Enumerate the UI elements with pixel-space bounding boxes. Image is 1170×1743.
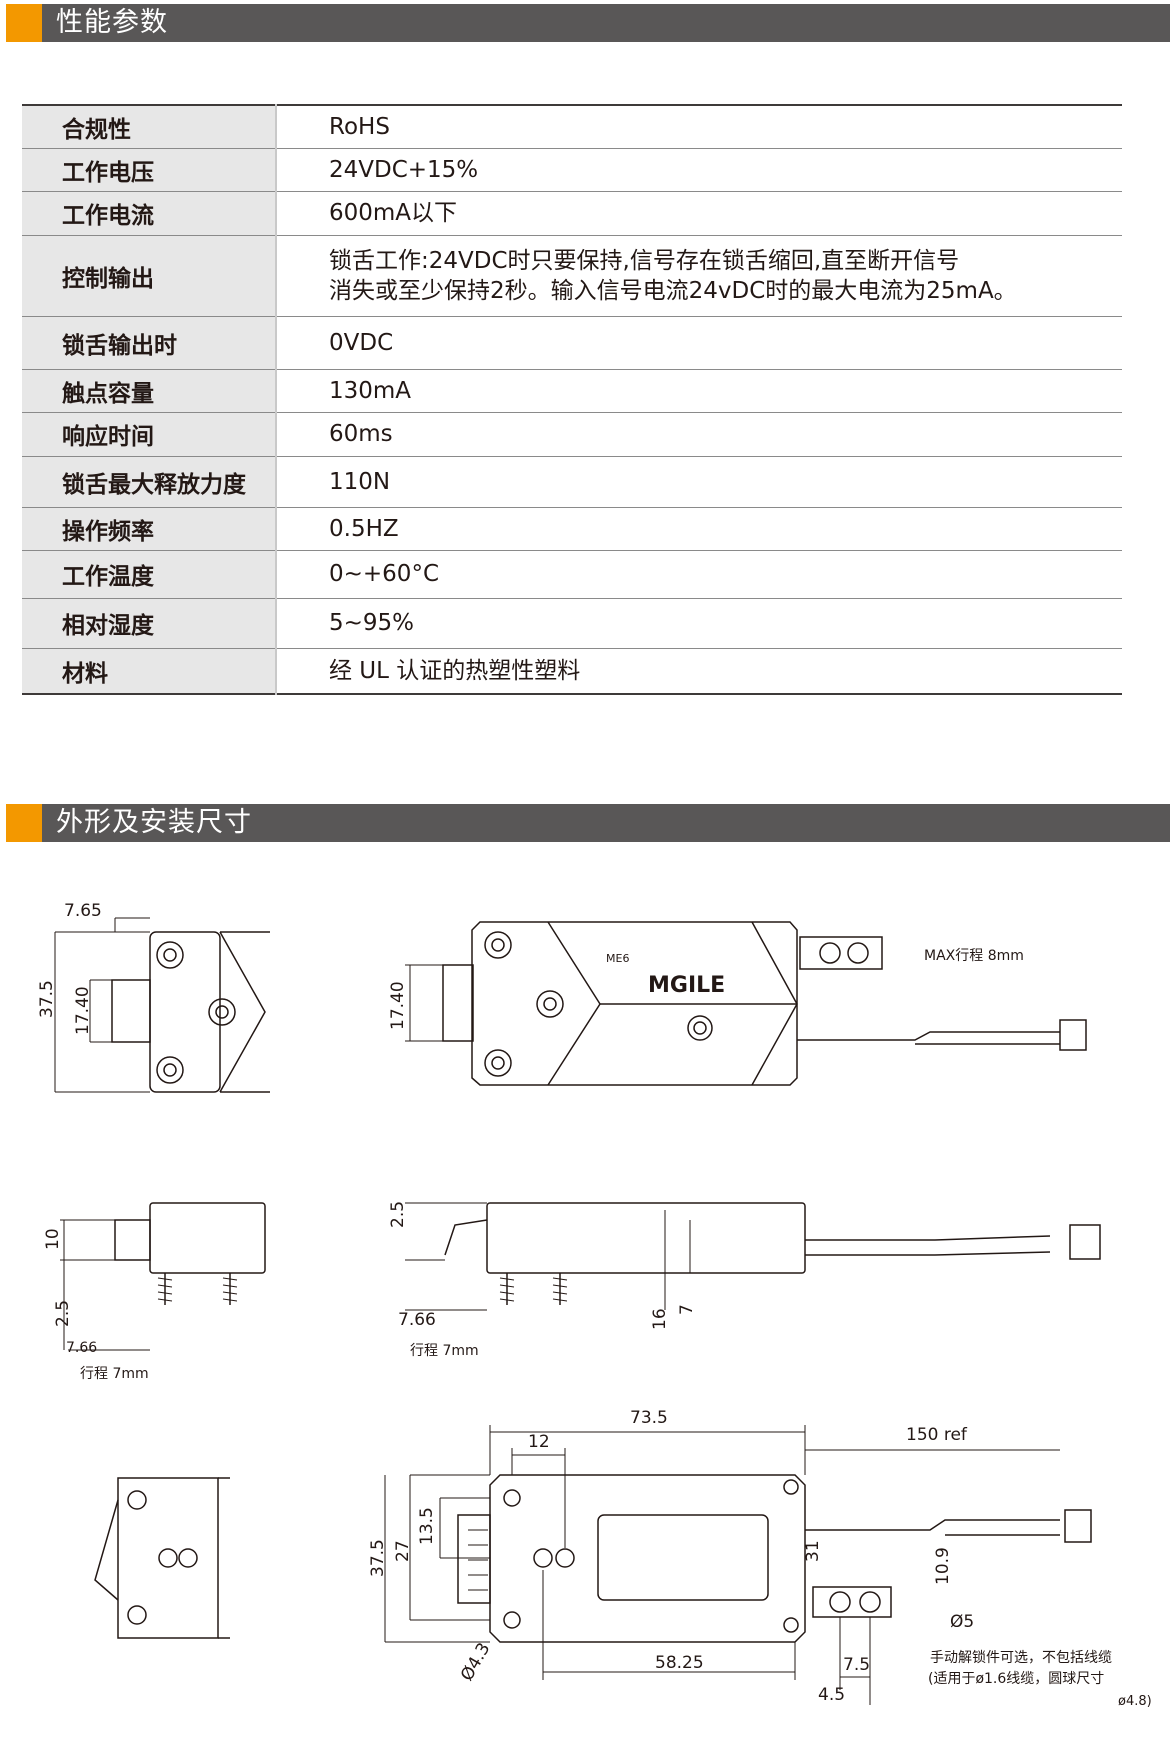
- spec-value: 0VDC: [276, 316, 1122, 370]
- dimension-drawings: 7.65 37.5 17.40 17.40 ME6 MGILE MAX行程 8m…: [37, 901, 1152, 1709]
- front-view: [405, 921, 1087, 1086]
- spec-value: RoHS: [276, 105, 1122, 149]
- dim-label: 7.65: [64, 901, 102, 921]
- dim-note: (适用于ø1.6线缆，圆球尺寸: [928, 1671, 1104, 1687]
- dim-label: 7.5: [843, 1655, 870, 1675]
- section-header-performance: 性能参数: [6, 4, 1170, 42]
- dim-note: 行程 7mm: [410, 1343, 479, 1359]
- spec-key: 控制输出: [22, 235, 277, 317]
- dim-label: 58.25: [655, 1653, 704, 1673]
- spec-value: 130mA: [276, 369, 1122, 413]
- spec-value: 24VDC+15%: [276, 148, 1122, 192]
- spec-value: 110N: [276, 456, 1122, 508]
- dim-label: 37.5: [368, 1539, 388, 1577]
- spec-key: 相对湿度: [22, 598, 277, 649]
- table-row: 材料 经 UL 认证的热塑性塑料: [22, 648, 1122, 694]
- section-title: 性能参数: [56, 7, 168, 38]
- spec-key: 材料: [22, 648, 277, 694]
- section-title: 外形及安装尺寸: [56, 807, 252, 838]
- dimension-labels: 7.65 37.5 17.40 17.40 ME6 MGILE MAX行程 8m…: [37, 901, 1152, 1709]
- spec-value: 5~95%: [276, 598, 1122, 649]
- dim-label: 16: [650, 1308, 670, 1330]
- dim-note: 手动解锁件可选，不包括线缆: [930, 1650, 1112, 1666]
- section-accent: [6, 4, 42, 42]
- side-view: [54, 917, 270, 1093]
- dim-label: 7: [677, 1304, 697, 1315]
- spec-value-line: 消失或至少保持2秒。输入信号电流24vDC时的最大电流为25mA。: [329, 277, 1017, 304]
- dim-label: 73.5: [630, 1408, 668, 1428]
- spec-key: 响应时间: [22, 412, 277, 457]
- dim-label: 10: [43, 1228, 63, 1250]
- lower-left-view: [60, 1202, 266, 1351]
- spec-key: 触点容量: [22, 369, 277, 413]
- spec-key: 工作电压: [22, 148, 277, 192]
- dim-note: 行程 7mm: [80, 1366, 149, 1382]
- model-mark: ME6: [606, 952, 629, 965]
- dim-note: ø4.8): [1118, 1694, 1152, 1709]
- dim-label: 13.5: [417, 1507, 437, 1545]
- spec-key: 锁舌最大释放力度: [22, 456, 277, 508]
- dim-label: 150 ref: [906, 1425, 968, 1445]
- dim-label: 31: [803, 1540, 823, 1562]
- dim-label: 17.40: [73, 986, 93, 1035]
- dim-label: 7.66: [66, 1340, 97, 1356]
- dim-label: Ø5: [950, 1612, 974, 1632]
- section-accent: [6, 804, 42, 842]
- spec-value: 经 UL 认证的热塑性塑料: [329, 657, 581, 684]
- dim-label: 2.5: [388, 1201, 408, 1228]
- spec-value-line: 锁舌工作:24VDC时只要保持,信号存在锁舌缩回,直至断开信号: [329, 247, 960, 274]
- table-row: 控制输出锁舌工作:24VDC时只要保持,信号存在锁舌缩回,直至断开信号消失或至少…: [22, 235, 1122, 317]
- section-header-dimensions: 外形及安装尺寸: [6, 804, 1170, 842]
- spec-key: 合规性: [22, 105, 277, 149]
- dim-label: Ø4.3: [457, 1639, 495, 1684]
- dim-label: 2.5: [53, 1300, 73, 1327]
- brand-logo: MGILE: [648, 973, 725, 998]
- dim-note: MAX行程 8mm: [924, 948, 1024, 964]
- dim-label: 27: [393, 1540, 413, 1562]
- dim-label: 37.5: [37, 980, 57, 1018]
- dim-label: 4.5: [818, 1685, 845, 1705]
- spec-key: 操作频率: [22, 507, 277, 551]
- bottom-left-view: [94, 1477, 230, 1639]
- spec-key: 工作电流: [22, 191, 277, 236]
- dim-label: 7.66: [398, 1310, 436, 1330]
- spec-value: 0~+60°C: [276, 550, 1122, 599]
- bottom-main-view: [384, 1425, 1092, 1705]
- dim-label: 17.40: [388, 981, 408, 1030]
- lower-main-view: [405, 1202, 1101, 1311]
- spec-key: 锁舌输出时: [22, 316, 277, 370]
- spec-value: 60ms: [276, 412, 1122, 457]
- spec-value: 600mA以下: [276, 191, 1122, 236]
- dim-label: 10.9: [933, 1547, 953, 1585]
- dim-label: 12: [528, 1432, 550, 1452]
- spec-value: 0.5HZ: [276, 507, 1122, 551]
- spec-value: 锁舌工作:24VDC时只要保持,信号存在锁舌缩回,直至断开信号消失或至少保持2秒…: [276, 235, 1122, 317]
- spec-key: 工作温度: [22, 550, 277, 599]
